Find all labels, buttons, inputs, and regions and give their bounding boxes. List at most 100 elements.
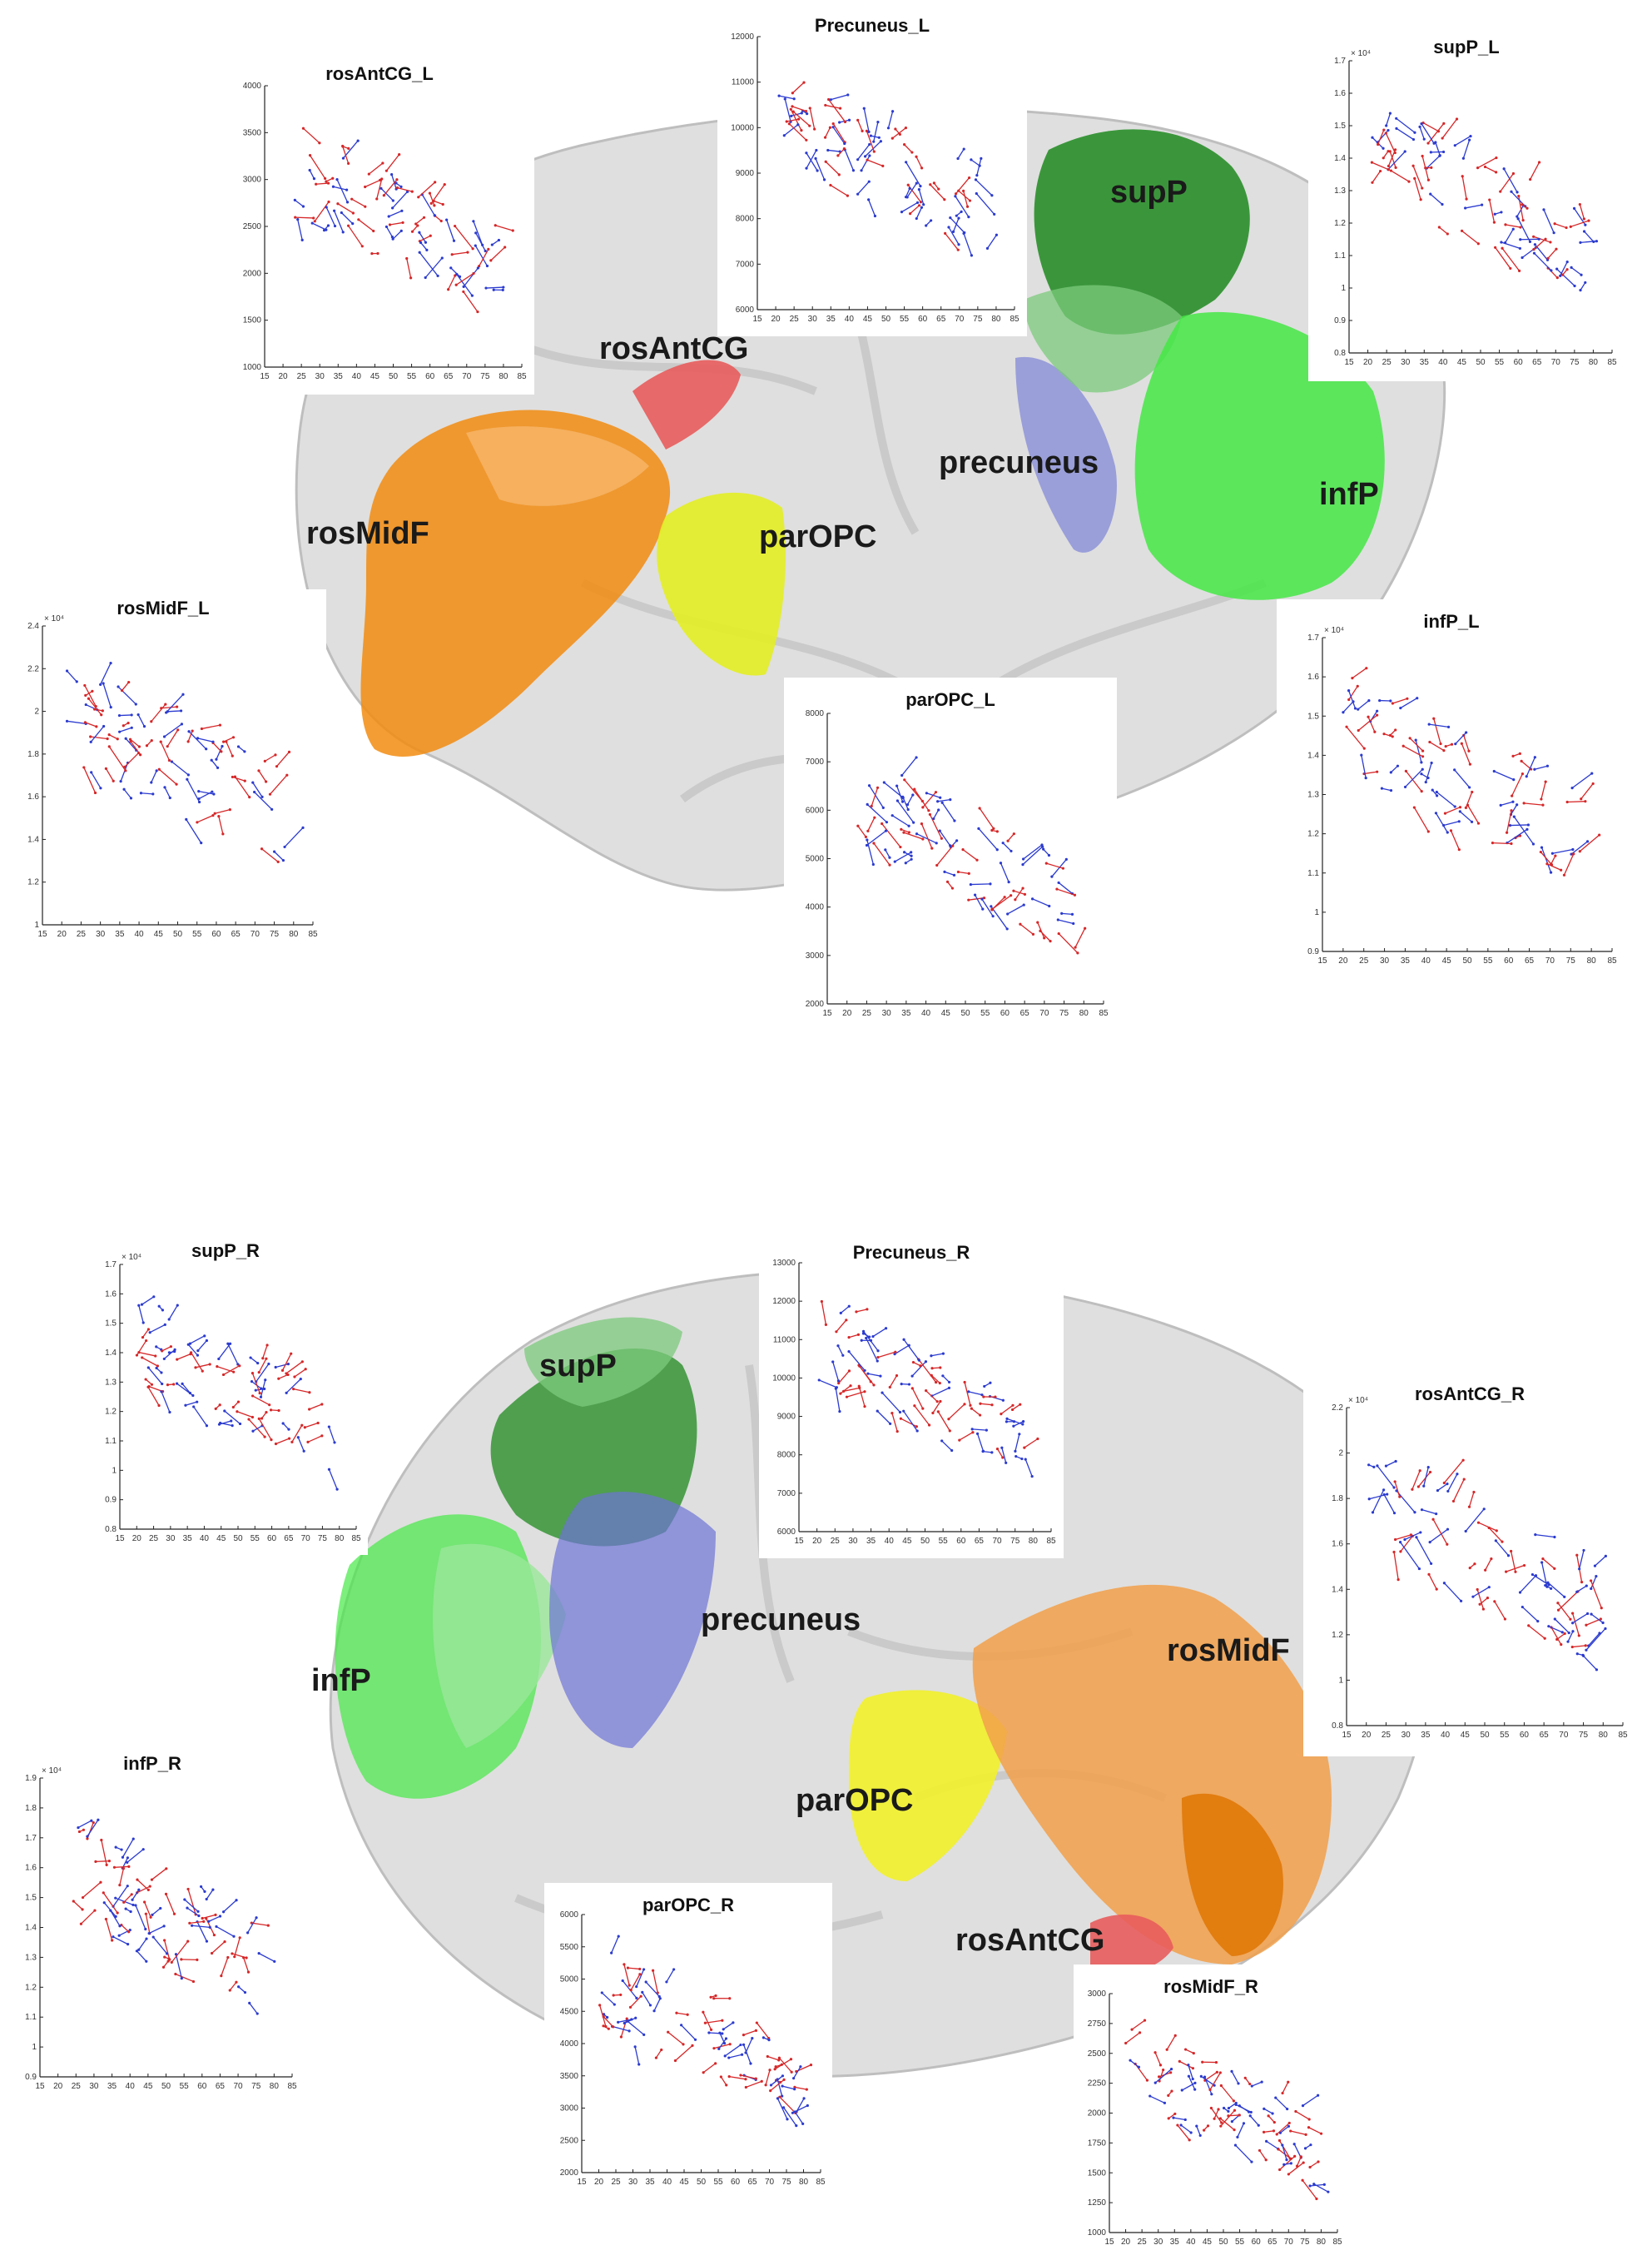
data-point: [318, 142, 321, 145]
data-point: [164, 703, 167, 706]
data-point: [273, 850, 276, 853]
data-point: [436, 274, 439, 278]
subject-trajectory: [1510, 804, 1518, 815]
data-point: [1414, 738, 1417, 742]
data-point: [1036, 1437, 1039, 1441]
data-point: [265, 1410, 268, 1414]
data-point: [65, 669, 69, 673]
subject-trajectory: [848, 1334, 859, 1339]
subject-trajectory: [1405, 768, 1423, 787]
subject-trajectory: [1494, 770, 1515, 781]
subject-trajectory: [1588, 1632, 1600, 1647]
subject-trajectory: [1533, 236, 1551, 243]
data-point: [910, 1374, 914, 1378]
subject-trajectory: [151, 1908, 161, 1915]
data-point: [196, 1910, 200, 1913]
data-point: [1418, 1469, 1421, 1473]
subject-trajectory: [1372, 171, 1382, 183]
data-point: [613, 2003, 616, 2006]
subject-trajectory: [1558, 1591, 1579, 1611]
data-point: [380, 177, 384, 181]
data-point: [1312, 2183, 1316, 2186]
data-point: [1476, 822, 1481, 825]
x-tick-label: 25: [72, 2082, 82, 2091]
data-point: [652, 2009, 656, 2013]
data-point: [863, 1368, 866, 1373]
subject-trajectory: [883, 782, 904, 799]
data-point: [287, 750, 291, 753]
data-point: [814, 156, 817, 160]
subject-trajectory: [1263, 2130, 1274, 2133]
data-point: [136, 1878, 139, 1881]
data-point: [912, 821, 915, 824]
subject-trajectory: [979, 807, 995, 829]
data-point: [845, 1395, 849, 1398]
subject-trajectory: [260, 1379, 266, 1398]
subject-trajectory: [495, 225, 513, 231]
data-point: [817, 1378, 821, 1382]
data-point: [217, 1357, 221, 1361]
data-point: [947, 1386, 951, 1389]
data-point: [839, 1311, 842, 1314]
data-point: [165, 1952, 169, 1955]
data-point: [236, 745, 241, 748]
data-point: [802, 81, 806, 84]
subject-trajectory: [896, 800, 915, 823]
y-axis-multiplier: × 10⁴: [1351, 49, 1371, 58]
data-point: [1456, 1473, 1459, 1476]
data-point: [130, 726, 133, 729]
data-point: [847, 1336, 851, 1339]
subject-trajectory: [187, 1889, 196, 1915]
data-point: [1412, 806, 1416, 809]
data-point: [356, 139, 360, 142]
data-point: [212, 1933, 216, 1937]
data-point: [1418, 125, 1421, 128]
data-point: [648, 2004, 652, 2007]
data-point: [1285, 2158, 1288, 2162]
subject-trajectory: [473, 221, 484, 246]
y-tick-label: 1500: [243, 316, 262, 325]
data-point: [296, 1436, 300, 1439]
subject-trajectory: [930, 184, 945, 201]
subject-trajectory: [1395, 1534, 1411, 1541]
y-tick-label: 2: [1338, 1449, 1343, 1458]
subject-trajectory: [261, 848, 279, 862]
data-point: [1511, 754, 1515, 757]
data-point: [1158, 2064, 1163, 2067]
data-point: [1389, 699, 1392, 703]
subject-trajectory: [1546, 863, 1561, 871]
data-point: [429, 201, 433, 205]
data-point: [1021, 887, 1024, 890]
data-point: [89, 740, 92, 743]
data-point: [418, 231, 421, 234]
subject-trajectory: [918, 189, 925, 205]
data-point: [920, 166, 924, 170]
data-point: [165, 1867, 168, 1870]
subject-trajectory: [485, 286, 504, 289]
subject-trajectory: [779, 2096, 796, 2113]
subject-trajectory: [794, 2086, 807, 2090]
data-point: [1453, 144, 1456, 147]
data-point: [629, 1988, 633, 1992]
label-rosAntCG-bottom: rosAntCG: [955, 1923, 1105, 1958]
x-tick-label: 45: [143, 2082, 153, 2091]
region-parOPC-bottom: [849, 1690, 1007, 1881]
data-point: [1302, 2161, 1305, 2164]
x-tick-label: 45: [1442, 956, 1452, 966]
subject-trajectory: [1416, 1537, 1432, 1564]
data-point: [292, 1387, 295, 1391]
subject-trajectory: [645, 1981, 660, 1997]
data-point: [399, 229, 403, 232]
subject-trajectory: [176, 1354, 191, 1360]
y-tick-label: 9000: [736, 169, 755, 178]
data-point: [1516, 215, 1519, 218]
data-point: [77, 1830, 82, 1834]
data-point: [1577, 1634, 1580, 1637]
x-tick-label: 50: [1476, 358, 1486, 367]
data-point: [135, 1950, 139, 1953]
data-point: [1561, 273, 1565, 276]
data-point: [128, 738, 132, 741]
data-point: [300, 1423, 304, 1427]
subject-trajectory: [1287, 2162, 1304, 2175]
